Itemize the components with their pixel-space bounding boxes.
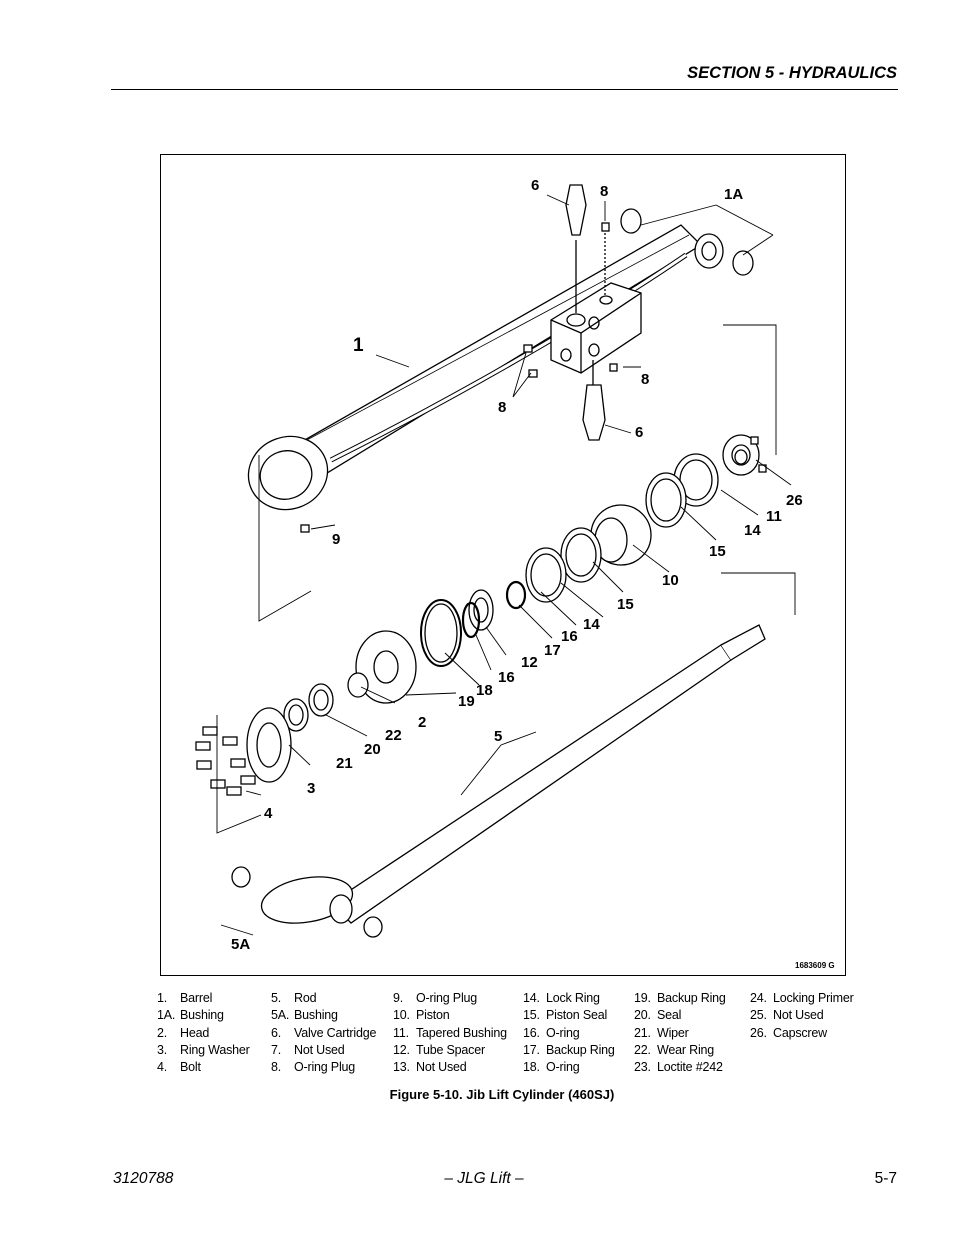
callout-12: 12: [521, 654, 538, 671]
callout-8-left: 8: [498, 399, 506, 416]
callout-16-lower: 16: [498, 669, 515, 686]
legend-item: 1A.Bushing: [157, 1008, 224, 1023]
callout-15-upper: 15: [709, 543, 726, 560]
callout-19: 19: [458, 693, 475, 710]
seal-and-ring-stack-drawing: [246, 434, 760, 783]
legend-item: 9.O-ring Plug: [393, 991, 478, 1005]
callout-18: 18: [476, 682, 493, 699]
callouts: 6 8 1A 1 8 8 6 26 11 14 15 10 9 15 14 16…: [231, 177, 835, 970]
callout-10: 10: [662, 572, 679, 589]
parts-legend: 1.Barrel 1A.Bushing 2.Head 3.Ring Washer…: [0, 990, 954, 1080]
legend-item: 5.Rod: [271, 991, 317, 1005]
callout-3: 3: [307, 780, 315, 797]
document-number: 3120788: [113, 1170, 174, 1187]
legend-column-6: 24.Locking Primer 25.Not Used 26.Capscre…: [750, 990, 854, 1042]
barrel-drawing: [247, 208, 754, 511]
callout-5a: 5A: [231, 936, 250, 953]
callout-5: 5: [494, 728, 502, 745]
legend-item: 26.Capscrew: [750, 1025, 827, 1040]
legend-item: 25.Not Used: [750, 1008, 824, 1023]
legend-item: 4.Bolt: [157, 1060, 201, 1075]
legend-item: 21.Wiper: [634, 1025, 689, 1040]
legend-item: 17.Backup Ring: [523, 1042, 615, 1057]
bolts-drawing: [195, 726, 256, 796]
callout-1: 1: [353, 335, 364, 356]
callout-4: 4: [264, 805, 273, 822]
exploded-view-drawing: 6 8 1A 1 8 8 6 26 11 14 15 10 9 15 14 16…: [195, 177, 835, 970]
legend-column-5: 19.Backup Ring 20.Seal 21.Wiper 22.Wear …: [634, 990, 726, 1076]
callout-15-lower: 15: [617, 596, 634, 613]
callout-16-upper: 16: [561, 628, 578, 645]
figure-caption: Figure 5-10. Jib Lift Cylinder (460SJ): [389, 1087, 615, 1102]
callout-1a: 1A: [724, 186, 743, 203]
legend-item: 6.Valve Cartridge: [271, 1025, 377, 1040]
valve-block-drawing: [523, 184, 642, 441]
callout-14-upper: 14: [744, 522, 761, 539]
legend-column-4: 14.Lock Ring 15.Piston Seal 16.O-ring 17…: [523, 990, 615, 1076]
publisher-name: – JLG Lift –: [444, 1170, 524, 1187]
callout-14-lower: 14: [583, 616, 600, 633]
header-rule: [111, 89, 898, 90]
callout-6-bottom: 6: [635, 424, 643, 441]
legend-item: 7.Not Used: [271, 1042, 345, 1057]
legend-item: 3.Ring Washer: [157, 1042, 250, 1057]
legend-item: 10.Piston: [393, 1008, 450, 1023]
legend-item: 8.O-ring Plug: [271, 1060, 356, 1075]
callout-21: 21: [336, 755, 353, 772]
legend-item: 11.Tapered Bushing: [393, 1025, 507, 1040]
legend-column-1: 1.Barrel 1A.Bushing 2.Head 3.Ring Washer…: [157, 990, 250, 1076]
callout-22: 22: [385, 727, 402, 744]
rod-drawing: [231, 524, 766, 938]
callout-8-right: 8: [641, 371, 649, 388]
legend-item: 18.O-ring: [523, 1060, 580, 1075]
legend-item: 23.Loctite #242: [634, 1060, 723, 1075]
legend-item: 16.O-ring: [523, 1025, 580, 1040]
legend-item: 22.Wear Ring: [634, 1042, 715, 1057]
legend-item: 15.Piston Seal: [523, 1008, 608, 1023]
callout-26: 26: [786, 492, 803, 509]
callout-9: 9: [332, 531, 340, 548]
legend-item: 19.Backup Ring: [634, 991, 726, 1005]
legend-column-3: 9.O-ring Plug 10.Piston 11.Tapered Bushi…: [393, 990, 507, 1076]
drawing-number: 1683609 G: [795, 961, 835, 970]
callout-2: 2: [418, 714, 426, 731]
callout-17: 17: [544, 642, 561, 659]
legend-item: 13.Not Used: [393, 1060, 467, 1075]
legend-item: 20.Seal: [634, 1008, 682, 1023]
legend-column-2: 5.Rod 5A.Bushing 6.Valve Cartridge 7.Not…: [271, 990, 376, 1076]
page-number: 5-7: [874, 1170, 897, 1187]
callout-20: 20: [364, 741, 381, 758]
legend-item: 2.Head: [157, 1025, 210, 1040]
section-title: SECTION 5 - HYDRAULICS: [687, 64, 897, 82]
legend-item: 24.Locking Primer: [750, 991, 854, 1005]
callout-11: 11: [766, 508, 782, 525]
legend-item: 1.Barrel: [157, 991, 213, 1005]
legend-item: 14.Lock Ring: [523, 991, 600, 1005]
legend-item: 5A.Bushing: [271, 1008, 338, 1023]
legend-item: 12.Tube Spacer: [393, 1042, 485, 1057]
leader-lines: [216, 194, 796, 936]
callout-6-top: 6: [531, 177, 539, 194]
callout-8-top: 8: [600, 183, 608, 200]
exploded-view-figure: 6 8 1A 1 8 8 6 26 11 14 15 10 9 15 14 16…: [160, 154, 846, 976]
